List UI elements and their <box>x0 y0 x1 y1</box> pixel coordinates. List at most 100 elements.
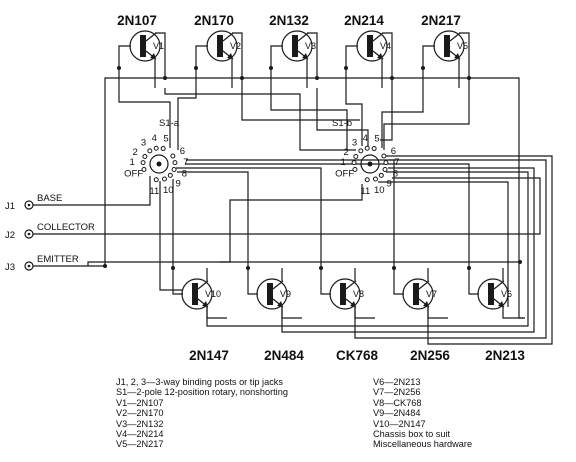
jack-id-2: J2 <box>5 230 15 241</box>
switch-hub <box>367 161 373 167</box>
switch-position-11: 11 <box>360 186 370 197</box>
wire <box>354 307 375 319</box>
top-transistor-type-3: 2N132 <box>269 13 309 28</box>
base-bar <box>140 35 146 57</box>
junction-dot <box>390 76 394 80</box>
bottom-transistor-type-3: CK768 <box>336 348 379 363</box>
switch-position-10: 10 <box>374 185 385 196</box>
base-bar <box>340 283 346 305</box>
bottom-transistor-5-ref-label: V6 <box>501 289 512 299</box>
switch-position-0: OFF <box>335 169 354 180</box>
parts-list-line: V1—2N107 <box>116 397 164 408</box>
wire <box>459 32 470 78</box>
switch-position-3: 3 <box>352 137 357 148</box>
switch-contact <box>160 146 166 152</box>
parts-list-line: V6—2N213 <box>373 377 421 387</box>
wire <box>386 155 553 345</box>
bottom-transistor-3-ref-label: V8 <box>353 289 364 299</box>
parts-list-line: V3—2N132 <box>116 418 164 429</box>
bottom-transistor-4-ref-label: V7 <box>426 289 437 299</box>
switch-contact <box>364 177 370 183</box>
collector-lead <box>449 32 461 42</box>
switch-contact <box>353 153 359 159</box>
parts-list-line: S1—2-pole 12-position rotary, nonshortin… <box>116 387 288 398</box>
junction-dot <box>467 76 471 80</box>
jack-terminal <box>24 229 34 239</box>
parts-list-line: V10—2N147 <box>373 418 426 429</box>
switch-contact <box>172 160 178 166</box>
junction-dot <box>315 76 319 80</box>
wire <box>468 268 479 295</box>
wire <box>195 45 208 68</box>
collector-lead <box>297 32 309 42</box>
emitter-arrow <box>498 301 504 307</box>
wire <box>320 268 331 295</box>
switch-contact <box>141 166 147 172</box>
top-transistor-2-ref-label: V2 <box>230 41 241 51</box>
base-bar <box>488 283 494 305</box>
wire <box>87 261 520 266</box>
collector-lead <box>493 280 505 290</box>
wire <box>33 176 151 206</box>
jack-center <box>27 232 31 236</box>
emitter-arrow <box>377 53 383 59</box>
top-transistor-type-2: 2N170 <box>194 13 234 28</box>
switch-contact <box>140 160 146 166</box>
wire <box>382 32 393 78</box>
wire <box>502 307 523 319</box>
switch-contact <box>358 148 364 154</box>
switch-contact <box>371 146 377 152</box>
wire <box>172 268 183 295</box>
wire <box>176 167 322 268</box>
switch-contact <box>170 153 176 159</box>
wire <box>281 307 302 319</box>
bottom-transistor-type-1: 2N147 <box>189 348 229 363</box>
emitter-arrow <box>423 301 429 307</box>
switch-position-4: 4 <box>152 133 157 144</box>
switch-contact <box>372 176 378 182</box>
base-bar <box>192 283 198 305</box>
top-transistor-5-ref-label: V5 <box>457 41 468 51</box>
wire <box>232 32 243 78</box>
wire <box>241 78 360 121</box>
emitter-arrow <box>302 53 308 59</box>
jack-terminal <box>24 261 34 271</box>
top-transistor-3-ref-label: V3 <box>305 41 316 51</box>
parts-list-line: Chassis box to suit <box>373 429 451 440</box>
wire <box>316 88 369 146</box>
parts-list-line: V9—2N484 <box>373 408 421 419</box>
wire <box>33 77 525 319</box>
switch-position-5: 5 <box>163 133 168 144</box>
junction-dot <box>194 66 198 70</box>
emitter-arrow <box>350 301 356 307</box>
parts-list-line: J1, 2, 3—3-way binding posts or tip jack… <box>116 377 283 387</box>
collector-lead <box>272 280 284 290</box>
switch-contact <box>147 148 153 154</box>
wire <box>206 171 529 327</box>
switch-position-8: 8 <box>182 169 187 180</box>
top-transistor-1-ref-label: V1 <box>153 41 164 51</box>
jack-id-3: J3 <box>5 262 15 273</box>
junction-dot <box>518 260 522 264</box>
collector-lead <box>145 32 157 42</box>
junction-dot <box>240 76 244 80</box>
base-bar <box>413 283 419 305</box>
switch-position-4: 4 <box>363 133 368 144</box>
switch-position-8: 8 <box>393 169 398 180</box>
top-transistor-4-ref-label: V4 <box>380 41 391 51</box>
switch-contact <box>167 172 173 178</box>
switch-label: S1-b <box>332 118 352 129</box>
wire <box>118 45 131 68</box>
bottom-transistor-type-2: 2N484 <box>264 348 304 363</box>
switch-contact <box>378 172 384 178</box>
wire <box>159 181 183 291</box>
bottom-transistor-3-symbol: V8 <box>329 278 364 310</box>
jack-name-2: COLLECTOR <box>37 222 95 233</box>
bottom-transistor-1-symbol: V10 <box>181 278 221 310</box>
